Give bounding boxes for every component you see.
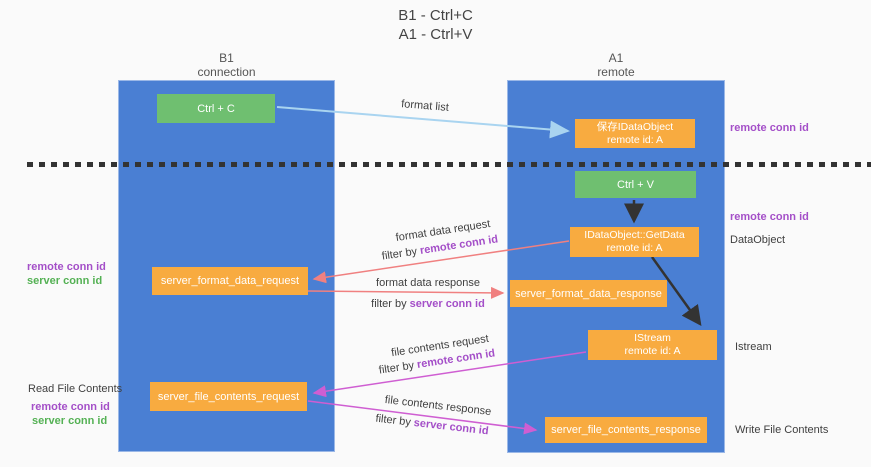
save-dataobject-box: 保存IDataObject remote id: A: [575, 119, 695, 148]
left-server-conn-id-2: server conn id: [32, 415, 108, 427]
right-remote-conn-id-mid: remote conn id: [730, 211, 809, 223]
filter-prefix: filter by: [371, 298, 407, 310]
lifeline-a1-role: remote: [597, 65, 635, 79]
lifeline-header-a1: A1 remote: [507, 51, 725, 79]
filter-key: server conn id: [409, 298, 485, 310]
ctrl-c-box: Ctrl + C: [157, 94, 275, 123]
lifeline-b1-role: connection: [197, 65, 256, 79]
istream-box: IStream remote id: A: [588, 330, 717, 360]
istream-side-label: Istream: [735, 341, 772, 353]
getdata-box: IDataObject::GetData remote id: A: [570, 227, 699, 257]
filter-prefix: filter by: [374, 412, 412, 429]
left-remote-conn-id-2: remote conn id: [31, 401, 110, 413]
arrow-format-data-response: [307, 286, 505, 299]
istream-line1: IStream: [634, 332, 671, 344]
server-file-contents-response-box: server_file_contents_response: [545, 417, 707, 443]
phase-separator-line: [27, 162, 871, 167]
getdata-line1: IDataObject::GetData: [584, 229, 685, 241]
filter-prefix: filter by: [381, 245, 418, 263]
left-remote-conn-id-1: remote conn id: [27, 261, 106, 273]
server-format-data-response-box: server_format_data_response: [510, 280, 667, 307]
diagram-title: B1 - Ctrl+C A1 - Ctrl+V: [0, 6, 871, 44]
title-line-1: B1 - Ctrl+C: [398, 7, 473, 24]
save-dataobject-line2: remote id: A: [606, 133, 664, 146]
save-dataobject-line1: 保存IDataObject: [596, 120, 674, 133]
left-server-conn-id-1: server conn id: [27, 275, 103, 287]
lifeline-header-b1: B1 connection: [118, 51, 335, 79]
istream-line2: remote id: A: [624, 345, 681, 357]
filter-prefix: filter by: [378, 359, 415, 377]
server-format-data-request-box: server_format_data_request: [152, 267, 308, 295]
dataobject-label: DataObject: [730, 234, 786, 246]
ctrl-v-box: Ctrl + V: [575, 171, 696, 198]
server-file-contents-request-box: server_file_contents_request: [150, 382, 307, 411]
getdata-line2: remote id: A: [606, 242, 663, 254]
write-file-contents-label: Write File Contents: [735, 424, 829, 436]
lifeline-b1-name: B1: [219, 51, 234, 65]
read-file-contents-label: Read File Contents: [28, 383, 123, 395]
format-list-label: format list: [400, 98, 450, 114]
filter-key: server conn id: [413, 416, 490, 438]
right-remote-conn-id-top: remote conn id: [730, 122, 809, 134]
lifeline-a1-name: A1: [608, 51, 624, 65]
format-data-response-label: format data response: [376, 277, 480, 289]
title-line-2: A1 - Ctrl+V: [398, 26, 473, 43]
